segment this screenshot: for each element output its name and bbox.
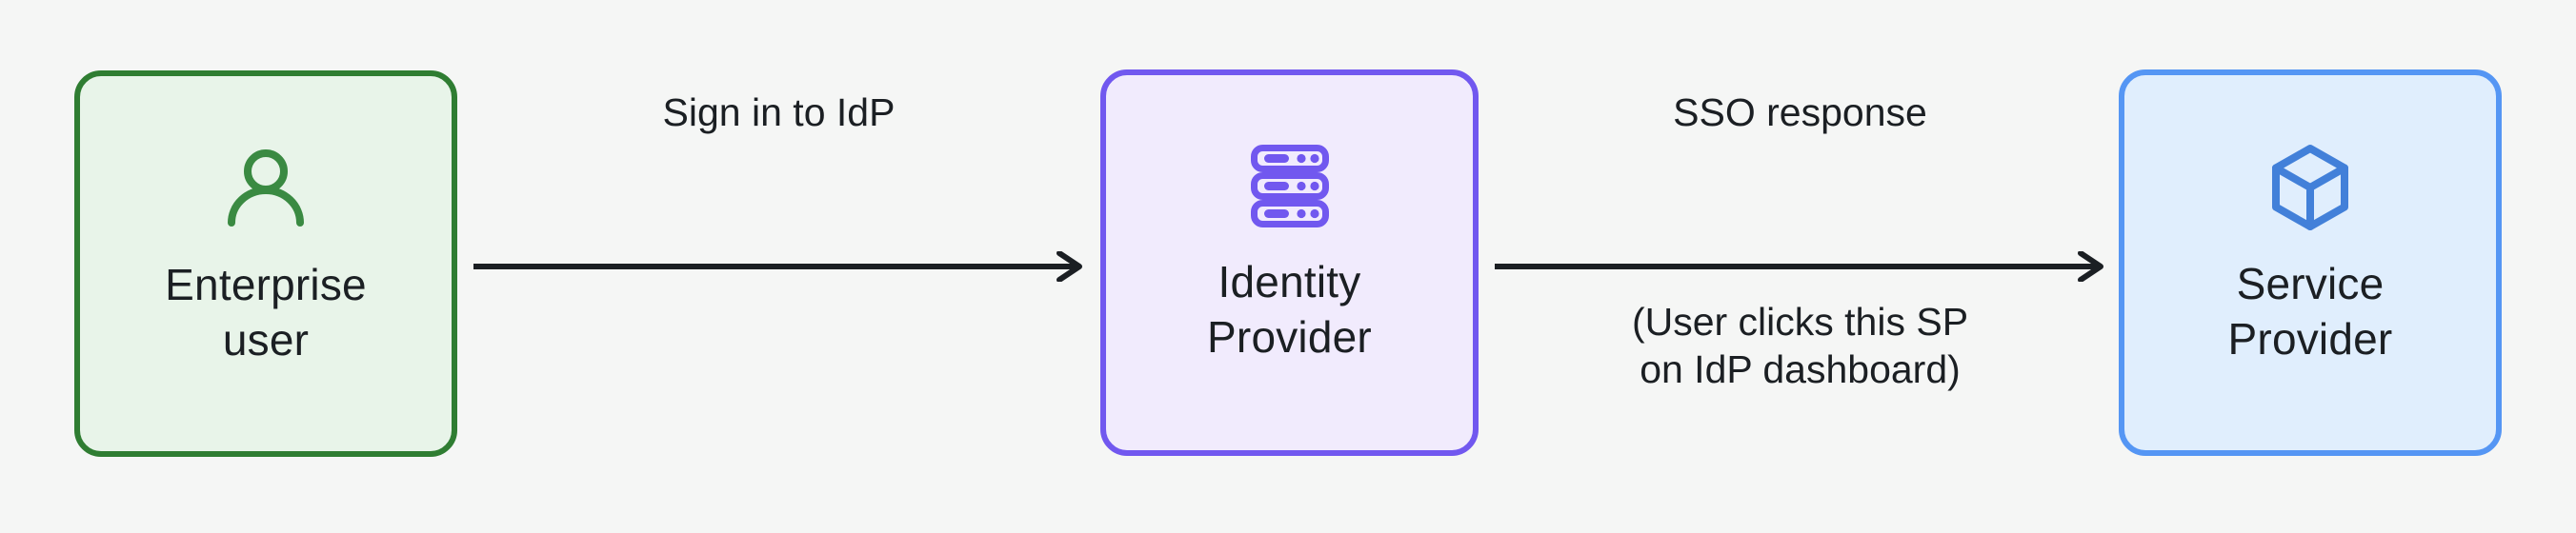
server-icon bbox=[1250, 144, 1330, 229]
node-label-service-provider: Service Provider bbox=[2227, 259, 2393, 364]
edge-user-to-idp bbox=[473, 250, 1084, 283]
cube-icon bbox=[2269, 144, 2351, 231]
person-icon bbox=[222, 145, 310, 232]
edge-idp-to-sp bbox=[1495, 250, 2105, 283]
node-label-enterprise-user: Enterprise user bbox=[165, 260, 367, 365]
edge-label-sign-in-to-idp: Sign in to IdP bbox=[662, 90, 896, 134]
node-enterprise-user[interactable]: Enterprise user bbox=[74, 70, 457, 457]
arrow-idp-to-sp-icon bbox=[1495, 250, 2105, 283]
node-label-identity-provider: Identity Provider bbox=[1207, 257, 1372, 362]
node-service-provider[interactable]: Service Provider bbox=[2119, 69, 2502, 456]
arrow-user-to-idp-icon bbox=[473, 250, 1084, 283]
node-identity-provider[interactable]: Identity Provider bbox=[1100, 69, 1479, 456]
edge-label-sso-response: SSO response bbox=[1673, 90, 1927, 134]
edge-sublabel-user-clicks-sp: (User clicks this SP on IdP dashboard) bbox=[1631, 300, 1969, 391]
